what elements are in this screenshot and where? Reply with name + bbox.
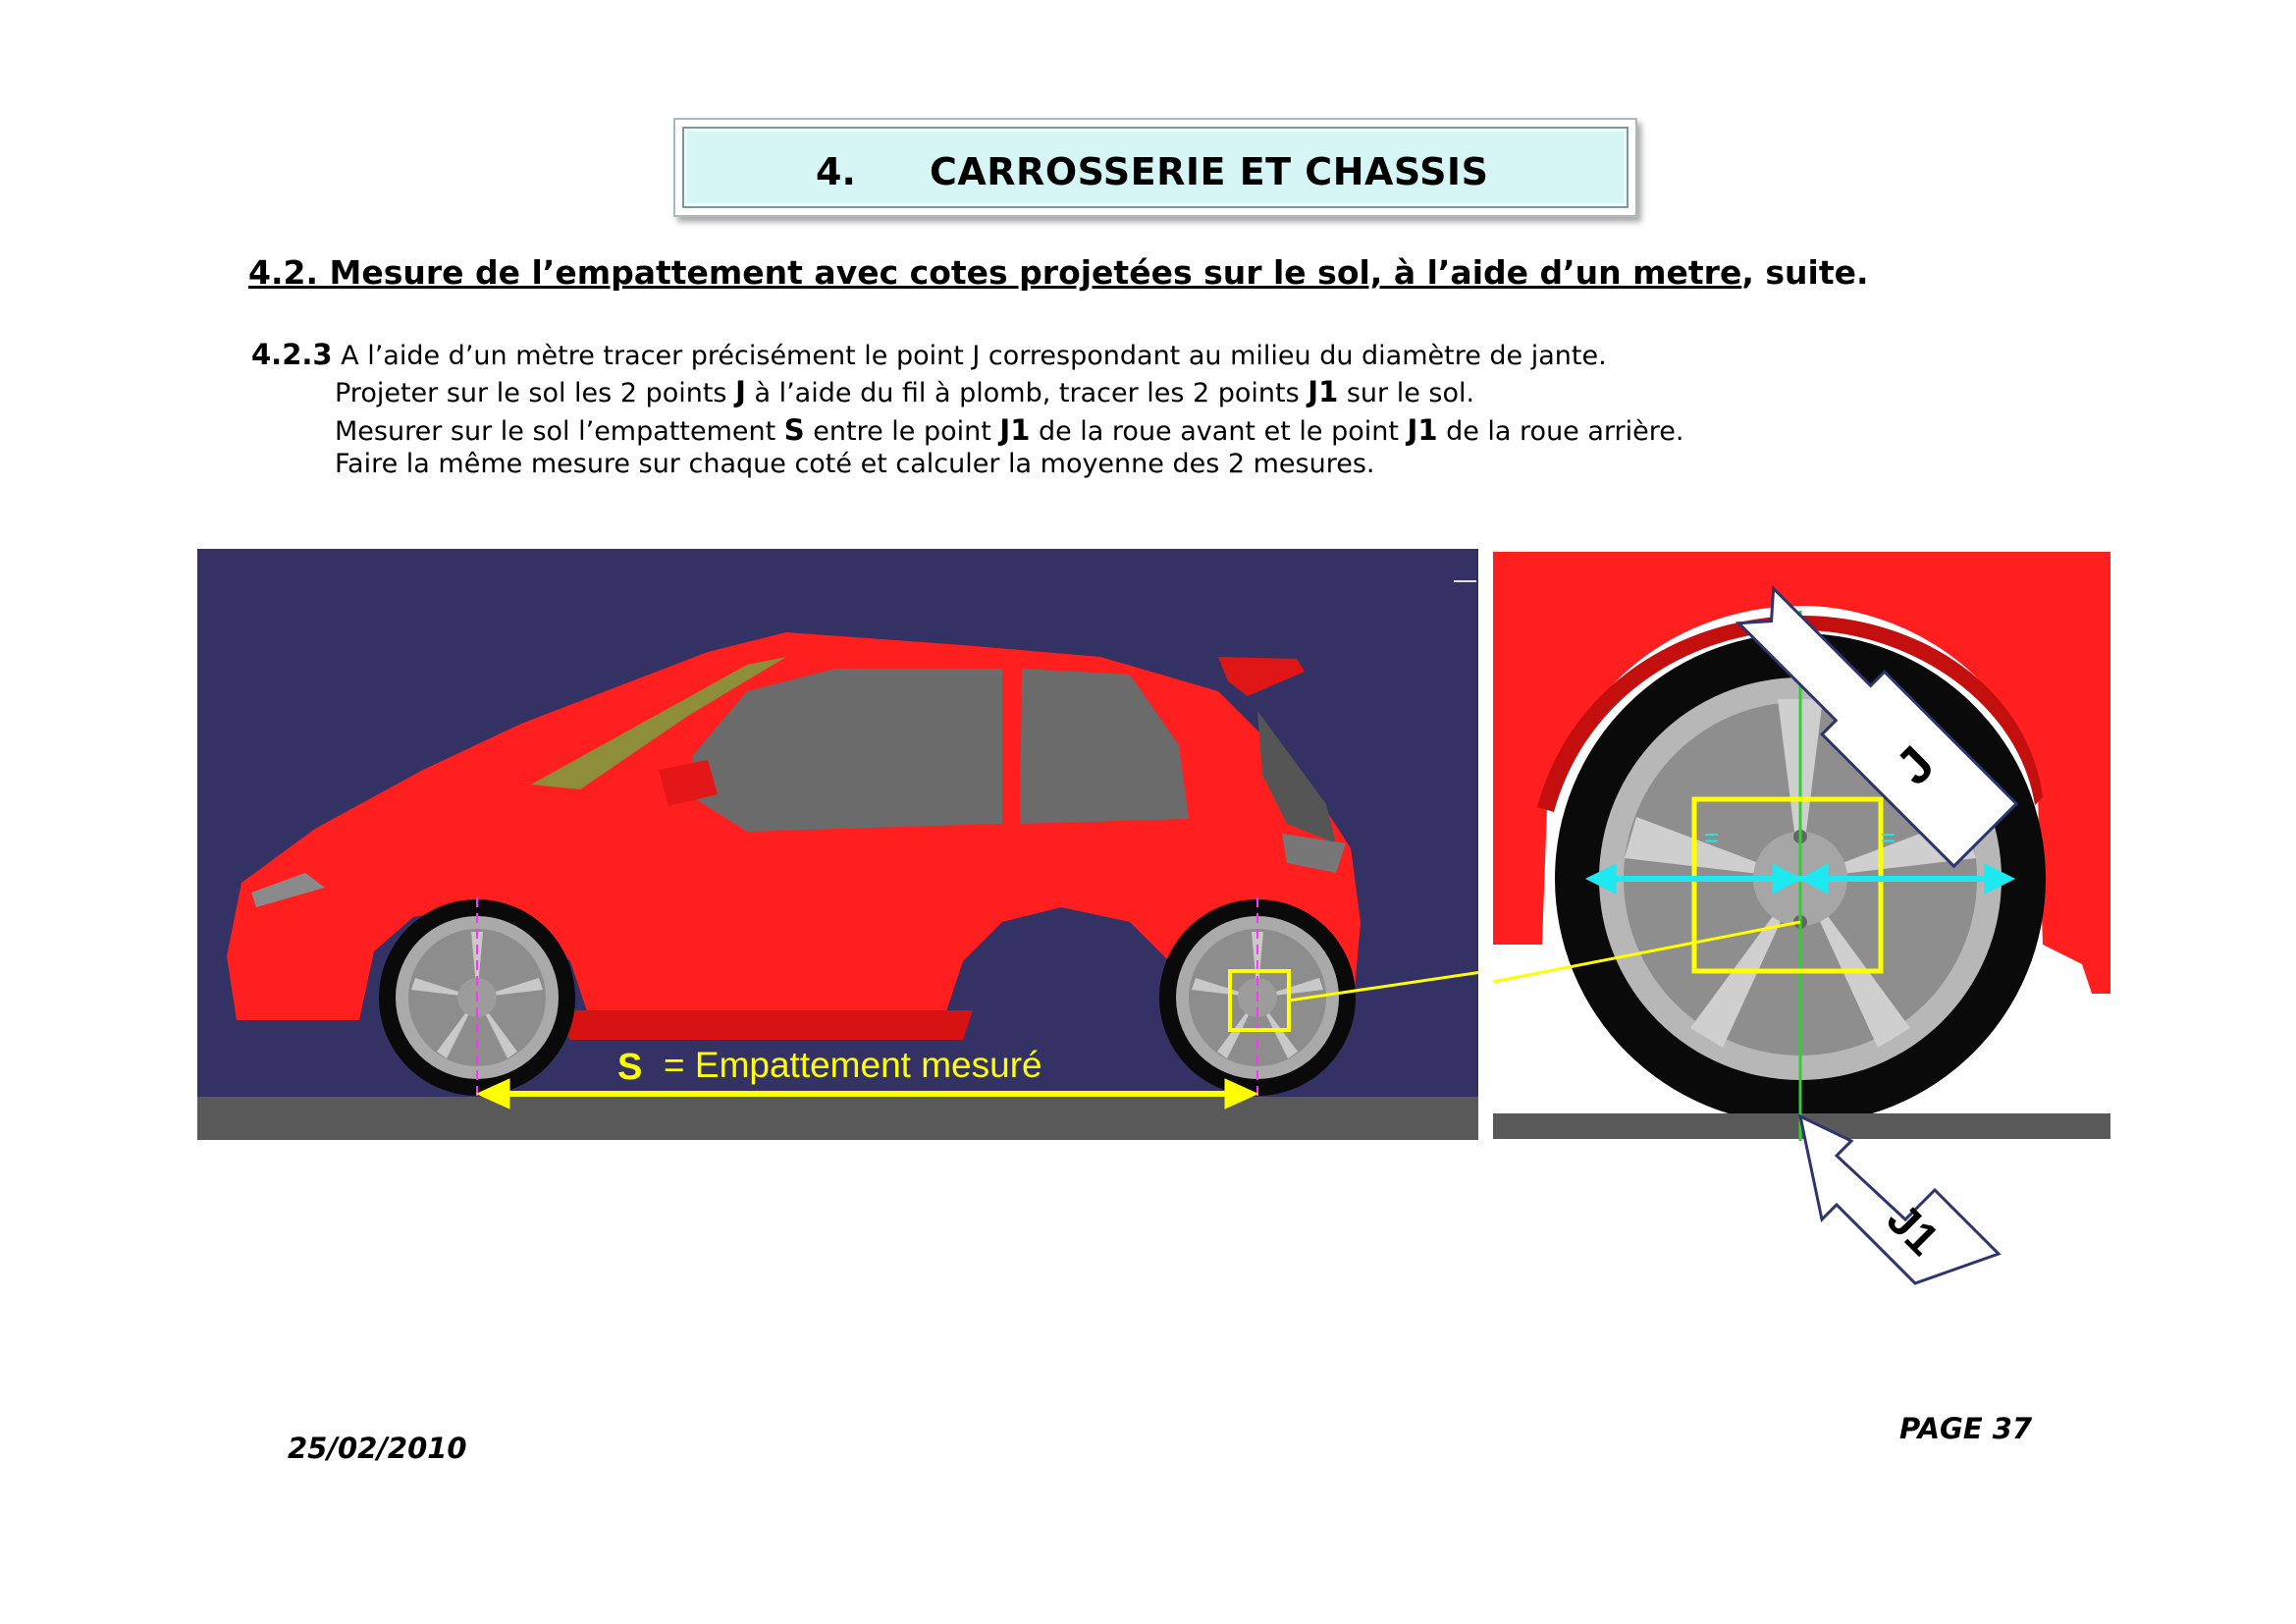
p3-text-a: Mesurer sur le sol l’empattement (335, 416, 784, 447)
chapter-header-inner: 4. CARROSSERIE ET CHASSIS (682, 127, 1629, 208)
p3-text-c: entre le point (804, 416, 1000, 447)
callout-j1: J1 (1797, 1113, 2002, 1285)
wheel-arch-shadow (1537, 616, 2043, 812)
paragraph-4: Faire la même mesure sur chaque coté et … (335, 449, 1375, 479)
equal-sign-left: = (1704, 823, 1719, 852)
p3-point-j1-rear: J1 (1407, 413, 1438, 447)
paragraph-1: 4.2.3 A l’aide d’un mètre tracer précisé… (251, 338, 1607, 371)
paragraph-3: Mesurer sur le sol l’empattement S entre… (335, 413, 1683, 447)
p2-point-j: J (735, 375, 746, 408)
section-title-main: 4.2. Mesure de l’empattement avec cotes … (248, 253, 1742, 292)
car-side-view-figure: S = Empattement mesuré (197, 549, 1478, 1140)
p3-text-g: de la roue arrière. (1437, 416, 1684, 447)
diameter-arrows (1584, 863, 2016, 894)
callout-j: J (1735, 584, 2019, 869)
rear-spoiler (1218, 657, 1305, 696)
side-mirror (659, 760, 718, 806)
p3-text-e: de la roue avant et le point (1030, 416, 1408, 447)
p2-point-j1: J1 (1308, 375, 1339, 408)
p3-point-s: S (783, 413, 805, 447)
equal-sign-right: = (1881, 823, 1896, 852)
zoom-connector (1288, 970, 1478, 1002)
hub-zoom-box (1691, 796, 1884, 974)
rear-side-window (1020, 669, 1189, 824)
section-title: 4.2. Mesure de l’empattement avec cotes … (248, 253, 1869, 292)
chapter-title: CARROSSERIE ET CHASSIS (930, 150, 1489, 193)
rear-quarter-window (1257, 711, 1336, 843)
paragraph-number: 4.2.3 (251, 338, 333, 371)
chapter-number: 4. (816, 150, 856, 193)
page-number: PAGE 37 (1899, 1412, 2033, 1445)
footer-date: 25/02/2010 (288, 1432, 467, 1465)
p2-text-a: Projeter sur le sol les 2 points (335, 378, 736, 408)
wheel-arch-body (1493, 552, 2110, 994)
windshield (531, 657, 786, 789)
paragraph-2: Projeter sur le sol les 2 points J à l’a… (335, 375, 1474, 408)
wheelbase-label: = Empattement mesuré (664, 1045, 1042, 1085)
headlight (251, 873, 325, 907)
chapter-header: 4. CARROSSERIE ET CHASSIS (673, 118, 1637, 217)
front-side-window (688, 669, 1002, 832)
section-title-tail: , suite. (1741, 253, 1869, 292)
p2-text-c: à l’aide du fil à plomb, tracer les 2 po… (745, 378, 1308, 408)
p3-point-j1-front: J1 (999, 413, 1031, 447)
zoom-connector (1493, 920, 1801, 984)
wheelbase-arrow (475, 1078, 1259, 1110)
paragraph-1-text: A l’aide d’un mètre tracer précisément l… (332, 341, 1607, 371)
wheel-detail-figure: = = J J1 (1493, 552, 2110, 1285)
ground (197, 1097, 1478, 1140)
car-lower-skirt (551, 1010, 973, 1040)
wheelbase-letter: S (617, 1047, 642, 1088)
p2-text-e: sur le sol. (1338, 378, 1475, 408)
taillight (1282, 834, 1346, 873)
